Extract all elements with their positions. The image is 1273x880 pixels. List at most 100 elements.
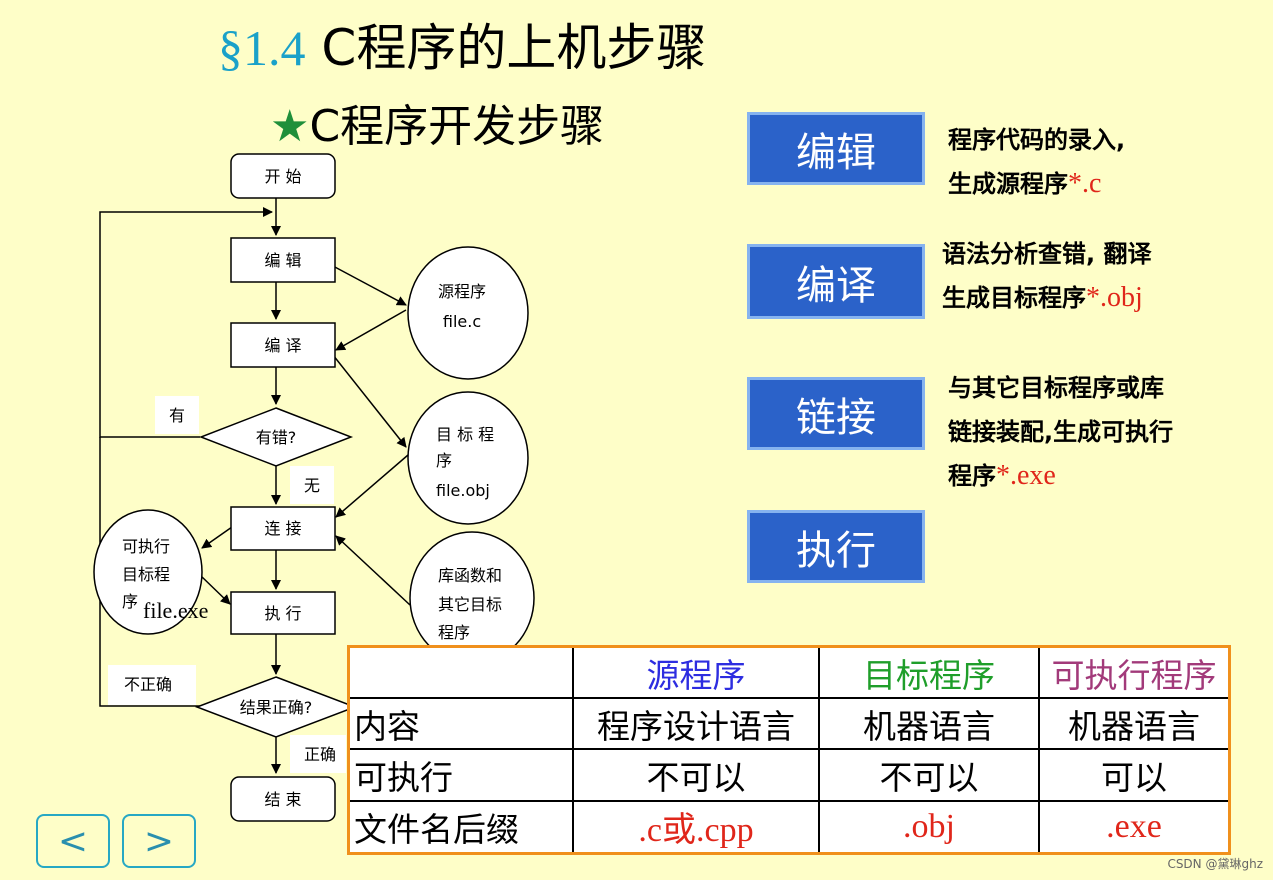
incorrect-label-box	[108, 665, 196, 705]
table-header-cell	[347, 645, 574, 700]
page-subtitle: ★C程序开发步骤	[270, 90, 604, 154]
library-line2: 其它目标	[438, 595, 502, 614]
executable-line1: 可执行	[122, 537, 170, 556]
object-file-line1: 目 标 程	[436, 425, 494, 444]
error-check-label: 有错?	[256, 428, 297, 447]
prev-button[interactable]: <	[36, 814, 110, 868]
arrow-error-loop	[99, 207, 273, 438]
table-header-row: 源程序 目标程序 可执行程序	[347, 645, 1231, 700]
table-row: 可执行 不可以 不可以 可以	[347, 748, 1231, 802]
star-icon: ★	[270, 101, 310, 152]
compile-label: 编 译	[264, 336, 301, 355]
step-link-label: 链接	[796, 394, 876, 441]
step-edit-desc: 程序代码的录入, 生成源程序*.c	[948, 118, 1125, 206]
subtitle-text: C程序开发步骤	[309, 101, 605, 152]
title-text: C程序的上机步骤	[321, 19, 707, 77]
link-label: 连 接	[264, 519, 301, 538]
arrow-incorrect-loop	[99, 437, 200, 707]
correct-label-box	[290, 735, 346, 773]
step-link-ext: *.exe	[996, 460, 1056, 491]
step-link-box: 链接	[747, 377, 925, 450]
arrow-library-link	[335, 535, 411, 606]
step-edit-ext: *.c	[1068, 168, 1102, 199]
end-label: 结 束	[264, 790, 301, 809]
start-label: 开 始	[264, 167, 301, 186]
result-check-label: 结果正确?	[240, 698, 313, 717]
step-compile-ext: *.obj	[1086, 282, 1143, 313]
step-compile-desc: 语法分析查错, 翻译 生成目标程序*.obj	[942, 232, 1151, 320]
prev-icon: <	[57, 820, 89, 862]
executable-node	[93, 509, 203, 635]
step-link-desc-line1: 与其它目标程序或库	[948, 374, 1164, 402]
table-cell: .exe	[1038, 799, 1231, 855]
step-link-desc-line2: 链接装配,生成可执行	[948, 418, 1174, 446]
compile-node	[230, 322, 336, 368]
library-line3: 程序	[438, 623, 470, 642]
execute-label: 执 行	[264, 604, 301, 623]
table-header-cell: 源程序	[572, 645, 820, 700]
arrow-compile-object	[332, 354, 407, 448]
arrow-exec-file-execute	[199, 574, 231, 605]
source-file-line1: 源程序	[438, 282, 486, 301]
correct-label: 正确	[304, 745, 336, 764]
table-cell: 文件名后缀	[347, 799, 574, 855]
step-edit-box: 编辑	[747, 112, 925, 185]
comparison-table: 源程序 目标程序 可执行程序 内容 程序设计语言 机器语言 机器语言 可执行 不…	[347, 645, 1231, 855]
incorrect-label: 不正确	[124, 675, 172, 694]
step-edit-label: 编辑	[796, 129, 876, 176]
library-line1: 库函数和	[438, 566, 502, 585]
edit-node	[230, 237, 336, 283]
no-label: 无	[304, 476, 320, 495]
section-number: §1.4	[218, 20, 306, 76]
step-compile-desc-line2: 生成目标程序*.obj	[942, 282, 1143, 313]
result-check-node	[194, 676, 358, 738]
step-compile-box: 编译	[747, 244, 925, 319]
table-cell: 机器语言	[1038, 697, 1231, 751]
watermark: CSDN @黛琳ghz	[1167, 857, 1263, 871]
table-row: 内容 程序设计语言 机器语言 机器语言	[347, 697, 1231, 751]
table-cell: 内容	[347, 697, 574, 751]
link-node	[230, 506, 336, 551]
error-check-node	[198, 407, 354, 467]
step-compile-desc-line1: 语法分析查错, 翻译	[942, 240, 1152, 268]
step-compile-label: 编译	[796, 262, 876, 309]
start-node	[230, 153, 336, 199]
next-button[interactable]: >	[122, 814, 196, 868]
object-file-line3: file.obj	[436, 481, 490, 500]
executable-filename: file.exe	[143, 598, 208, 623]
page-title: §1.4 C程序的上机步骤	[218, 8, 706, 80]
table-cell: 不可以	[572, 748, 820, 802]
arrow-object-link	[335, 454, 409, 518]
execute-node	[230, 591, 336, 635]
yes-label: 有	[169, 406, 185, 425]
table-cell: 不可以	[818, 748, 1040, 802]
table-header-cell: 可执行程序	[1038, 645, 1231, 700]
flowchart: 开 始 编 辑 编 译 有错? 有 无 连 接 执 行 结果正确? 不正确 正确…	[93, 153, 535, 822]
no-label-box	[290, 466, 334, 504]
table-cell: 程序设计语言	[572, 697, 820, 751]
step-edit-desc-line2: 生成源程序*.c	[948, 168, 1102, 199]
source-file-line2: file.c	[443, 312, 481, 331]
step-link-desc: 与其它目标程序或库 链接装配,生成可执行 程序*.exe	[948, 366, 1173, 498]
step-edit-desc-line1: 程序代码的录入,	[948, 126, 1126, 154]
table-cell: 可以	[1038, 748, 1231, 802]
arrow-link-exec-file	[201, 526, 233, 549]
edit-label: 编 辑	[264, 251, 301, 270]
object-file-node	[407, 391, 529, 525]
arrow-edit-source	[332, 265, 407, 306]
step-execute-label: 执行	[796, 527, 876, 574]
table-cell: .c或.cpp	[572, 799, 820, 855]
table-cell: 可执行	[347, 748, 574, 802]
table-row: 文件名后缀 .c或.cpp .obj .exe	[347, 799, 1231, 855]
executable-line3: 序	[122, 592, 138, 611]
arrow-source-compile	[335, 309, 407, 351]
table-cell: .obj	[818, 799, 1040, 855]
table-header-cell: 目标程序	[818, 645, 1040, 700]
yes-label-box	[155, 396, 199, 434]
executable-line2: 目标程	[122, 565, 170, 584]
step-link-desc-line3: 程序*.exe	[948, 460, 1056, 491]
table-cell: 机器语言	[818, 697, 1040, 751]
step-execute-box: 执行	[747, 510, 925, 583]
end-node	[230, 776, 336, 822]
next-icon: >	[143, 820, 175, 862]
